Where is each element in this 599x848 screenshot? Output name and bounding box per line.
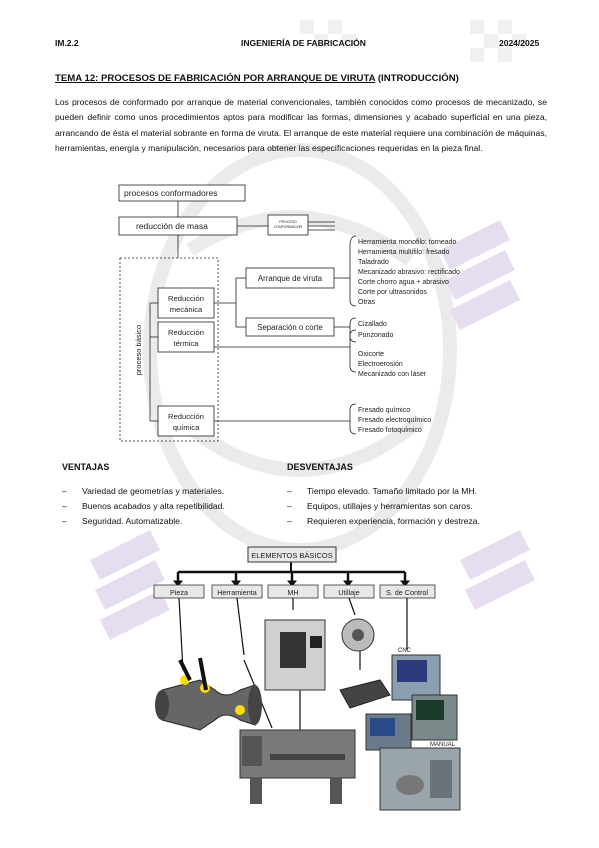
termica-item: Mecanizado con láser — [358, 371, 427, 378]
mh-image — [264, 619, 326, 691]
elemento-herramienta: Herramienta — [217, 588, 257, 597]
separacion-item: Cizallado — [358, 321, 387, 328]
termica-item: Electroerosión — [358, 361, 403, 368]
termica-item: Oxicorte — [358, 351, 384, 358]
list-item: –Requieren experiencia, formación y dest… — [287, 516, 480, 526]
arranque-item: Corte por ultrasonidos — [358, 289, 427, 296]
separacion-item: Punzonado — [358, 332, 394, 339]
elemento-utillaje: Utillaje — [338, 588, 360, 597]
quimica-item: Fresado químico — [358, 407, 410, 414]
cnc-panels-image — [365, 654, 458, 751]
diagram-arranque: Arranque de viruta — [258, 274, 323, 283]
arranque-item: Corte chorro agua + abrasivo — [358, 279, 449, 286]
desventajas-list: –Tiempo elevado. Tamaño limitado por la … — [287, 484, 480, 529]
diagram-top: procesos conformadores — [124, 188, 218, 198]
elementos-root: ELEMENTOS BÁSICOS — [251, 551, 333, 560]
manual-label: MANUAL — [430, 742, 456, 748]
elemento-mh: MH — [287, 588, 298, 597]
diagram-quimica-1: Reducción — [168, 412, 204, 421]
list-item: –Tiempo elevado. Tamaño limitado por la … — [287, 486, 478, 496]
arranque-item: Mecanizado abrasivo: rectificado — [358, 269, 460, 276]
diagram-quimica-2: química — [173, 423, 200, 432]
diagram-termica-1: Reducción — [168, 328, 204, 337]
arranque-item: Herramienta monofilo: torneado — [358, 239, 457, 246]
diagram-proceso-line1: PROCESO — [279, 220, 297, 224]
desventajas-heading: DESVENTAJAS — [287, 462, 353, 472]
ventajas-heading: VENTAJAS — [62, 462, 110, 472]
elemento-control: S. de Control — [386, 588, 428, 597]
diagram-proceso-basico: proceso básico — [134, 325, 143, 375]
diagram-separacion: Separación o corte — [257, 323, 322, 332]
arranque-item: Taladrado — [358, 259, 389, 266]
arranque-item: Otras — [358, 299, 376, 306]
quimica-item: Fresado fotoquímico — [358, 427, 422, 434]
list-item: –Variedad de geometrías y materiales. — [62, 486, 225, 496]
title-main: TEMA 12: PROCESOS DE FABRICACIÓN POR ARR… — [55, 73, 376, 84]
ventajas-list: –Variedad de geometrías y materiales. –B… — [62, 484, 225, 529]
diagram-mecanica-2: mecánica — [170, 305, 203, 314]
elementos-diagram: ELEMENTOS BÁSICOS Pieza Herramienta MH U… — [153, 546, 461, 811]
pieza-image — [155, 657, 262, 731]
manual-machine-image — [379, 747, 461, 811]
header-code: IM.2.2 — [55, 38, 79, 48]
header-year: 2024/2025 — [499, 38, 540, 48]
cnc-label: CNC — [398, 648, 412, 654]
diagram-reduccion-masa: reducción de masa — [136, 221, 208, 231]
page-title: TEMA 12: PROCESOS DE FABRICACIÓN POR ARR… — [55, 73, 459, 84]
arranque-item: Herramienta multifilo: fresado — [358, 249, 450, 256]
intro-paragraph: Los procesos de conformado por arranque … — [55, 97, 547, 153]
list-item: –Equipos, utillajes y herramientas son c… — [287, 501, 473, 511]
header-subject: INGENIERÍA DE FABRICACIÓN — [241, 38, 366, 48]
list-item: –Buenos acabados y alta repetibilidad. — [62, 501, 225, 511]
list-item: –Seguridad. Automatizable. — [62, 516, 183, 526]
process-diagram: procesos conformadores reducción de masa… — [118, 184, 460, 442]
elemento-pieza: Pieza — [170, 588, 188, 597]
lathe-image — [239, 729, 356, 804]
diagram-termica-2: térmica — [174, 339, 200, 348]
quimica-item: Fresado electroquímico — [358, 417, 431, 424]
utillaje-image — [339, 618, 391, 709]
title-suffix: (INTRODUCCIÓN) — [375, 73, 459, 84]
diagram-proceso-line2: CONFORMADOR — [274, 225, 303, 229]
diagram-mecanica-1: Reducción — [168, 294, 204, 303]
